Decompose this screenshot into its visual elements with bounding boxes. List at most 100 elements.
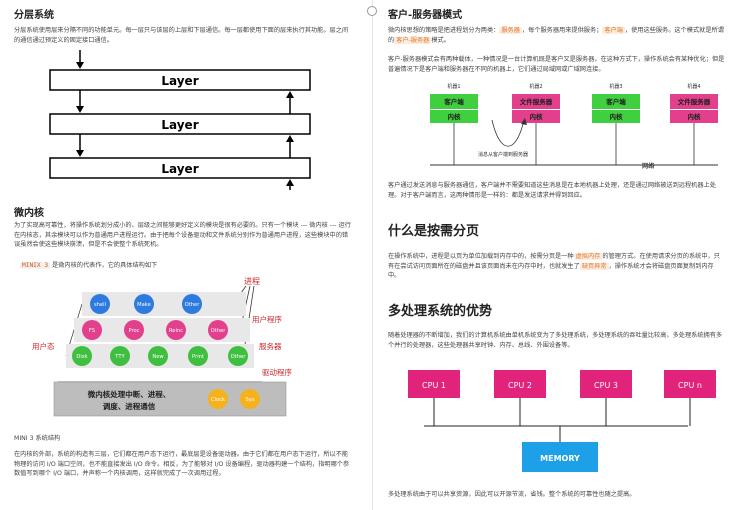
machine-kernel-label: 内核 <box>448 112 462 121</box>
layered-paragraph: 分层系统使用层来分隔不同的功能单元。每一层只与该层的上层和下层通信。每一层都使用… <box>14 27 349 44</box>
minix-node-label: Print <box>192 354 204 360</box>
paging-title: 什么是按需分页 <box>388 224 480 239</box>
machine-label-4: 机器4 <box>687 83 700 90</box>
minix-caption: MINI 3 系统结构 <box>14 435 61 442</box>
right-column: 客户-服务器模式 微内核思想的策略是把进程划分为两类：服务器，每个服务器用来提供… <box>388 0 728 510</box>
kernel-node-2 <box>240 389 260 409</box>
minix-node-3-2 <box>110 346 130 366</box>
minix-node-3-3 <box>148 346 168 366</box>
cs-p1-c: ，使用这些服务。这个模式就是所谓的 <box>388 27 724 44</box>
kernel-text-1: 微内核处理中断、进程、 <box>87 389 171 399</box>
cpu-label: CPU 1 <box>422 381 446 390</box>
cs-hl-client: 客户端 <box>602 27 625 34</box>
layer-label-2: Layer <box>161 118 198 132</box>
cpu-box-2 <box>494 370 546 398</box>
cs-title: 客户-服务器模式 <box>388 10 463 21</box>
machine-kernel-box-4 <box>670 110 718 123</box>
minix-paragraph-2: 在内核的外部，系统的构造有三层，它们都在用户态下运行，最底层是设备驱动器。由于它… <box>14 451 350 478</box>
cs-p1-a: 微内核思想的策略是把进程划分为两类： <box>388 27 500 34</box>
user-program-label: 用户程序 <box>252 314 282 324</box>
minix-node-label: New <box>152 354 164 360</box>
minix-node-2-1 <box>82 320 102 340</box>
minix-node-label: TTY <box>114 354 125 360</box>
cpu-label: CPU n <box>678 381 702 390</box>
machine-top-label: 文件服务器 <box>677 97 711 106</box>
minix-node-1-1 <box>90 294 110 314</box>
mp-title: 多处理系统的优势 <box>388 304 493 319</box>
page-divider <box>372 0 373 510</box>
cpu-label: CPU 3 <box>594 381 618 390</box>
cs-paragraph-3: 客户通过发送消息与服务器通信，客户端并不需要知道这些消息是在本地机器上处理，还是… <box>388 182 716 199</box>
microkernel-paragraph: 为了实现高可靠性，将操作系统划分成小的、层级之间能够更好定义的模块是很有必要的。… <box>14 222 351 249</box>
layer-label-1: Layer <box>161 74 198 88</box>
network-label: 网络 <box>642 163 655 170</box>
cs-paragraph-2: 客户-服务器模式会有两种载体，一种情况是一台计算机既是客户又是服务器，在这种方式… <box>388 56 725 73</box>
paging-p-b: 的管理方式。在使用请求分页的系统中，只有在尝试访问页面所在的磁盘并且该页面尚未在… <box>388 253 720 270</box>
paging-hl-pagefault: 缺页异常 <box>579 262 609 270</box>
minix-line: MINIX 3 是微内核的代表作，它的具体结构如下 <box>20 261 350 271</box>
machine-kernel-label: 内核 <box>688 112 702 121</box>
mp-paragraph-1: 随着处理器的不断增加，我们的计算机系统由单机系统变为了多处理系统，多处理系统的吞… <box>388 332 723 349</box>
minix-node-1-3 <box>182 294 202 314</box>
mp-diagram: CPU 1 CPU 2 CPU 3 CPU n MEMORY <box>408 370 716 472</box>
cs-paragraph-1: 微内核思想的策略是把进程划分为两类：服务器，每个服务器用来提供服务；客户端，使用… <box>388 26 726 45</box>
machine-top-box-2 <box>512 94 560 109</box>
layer-label-3: Layer <box>161 162 198 176</box>
minix-text: 是微内核的代表作，它的具体结构如下 <box>52 262 158 269</box>
minix-node-1-2 <box>134 294 154 314</box>
cpu-box-4 <box>664 370 716 398</box>
cpu-label: CPU 2 <box>508 381 532 390</box>
cs-hl-server: 服务器 <box>499 27 522 34</box>
minix-node-label: Make <box>137 302 151 308</box>
layered-title: 分层系统 <box>14 10 54 21</box>
minix-node-label: shell <box>94 302 106 308</box>
kernel-node-label: Clock <box>211 397 225 403</box>
paging-paragraph: 在操作系统中，进程是以页为单位加载到内存中的，按需分页是一种虚拟内存的管理方式。… <box>388 252 726 281</box>
machine-top-box-3 <box>592 94 640 109</box>
minix-node-label: Disk <box>76 354 87 360</box>
minix-node-3-5 <box>228 346 248 366</box>
process-label: 进程 <box>244 277 260 286</box>
machine-kernel-label: 内核 <box>530 112 544 121</box>
paging-p-a: 在操作系统中，进程是以页为单位加载到内存中的，按需分页是一种 <box>388 253 574 260</box>
cs-p1-b: ，每个服务器用来提供服务； <box>521 27 603 34</box>
machine-kernel-box-3 <box>592 110 640 123</box>
cs-hl-cs: 客户-服务器 <box>394 36 432 44</box>
cs-p1-d: 模式。 <box>431 36 450 44</box>
mp-paragraph-2: 多处理系统由于可以共享资源，因此可以开源节流，省钱。整个系统的可靠性也随之提高。 <box>388 491 636 498</box>
minix-node-2-4 <box>208 320 228 340</box>
kernel-text-2: 调度、进程通信 <box>103 401 156 411</box>
minix-node-label: Other <box>185 302 201 308</box>
minix-node-label: Other <box>231 354 247 360</box>
minix-node-label: Reinc <box>169 328 183 334</box>
minix-node-2-3 <box>166 320 186 340</box>
minix-node-label: FS <box>89 328 95 334</box>
user-mode-label: 用户态 <box>32 341 55 351</box>
minix-code: MINIX 3 <box>20 262 51 269</box>
machine-top-label: 客户端 <box>605 97 626 106</box>
machine-label-2: 机器2 <box>529 83 542 90</box>
layered-diagram: Layer Layer Layer <box>49 50 311 190</box>
kernel-node-label: Sys <box>245 397 254 403</box>
page-marker <box>367 6 377 16</box>
microkernel-title: 微内核 <box>14 208 44 219</box>
memory-label: MEMORY <box>540 454 580 463</box>
kernel-node-1 <box>208 389 228 409</box>
machine-top-label: 文件服务器 <box>519 97 553 106</box>
machine-label-1: 机器1 <box>447 83 460 90</box>
layer-box-3 <box>49 157 311 179</box>
cpu-box-3 <box>580 370 632 398</box>
left-column: 分层系统 分层系统使用层来分隔不同的功能单元。每一层只与该层的上层和下层通信。每… <box>14 0 359 510</box>
machine-label-3: 机器3 <box>609 83 622 90</box>
minix-node-label: Proc <box>128 328 139 334</box>
layer-box-2 <box>49 113 311 135</box>
machine-kernel-label: 内核 <box>610 112 624 121</box>
minix-node-2-2 <box>124 320 144 340</box>
machine-top-box-4 <box>670 94 718 109</box>
memory-box <box>522 442 598 472</box>
minix-node-label: Other <box>211 328 227 334</box>
minix-node-3-1 <box>72 346 92 366</box>
cpu-box-1 <box>408 370 460 398</box>
paging-p-c: ，操作系统才会将磁盘页面复制到内存中。 <box>388 262 714 280</box>
